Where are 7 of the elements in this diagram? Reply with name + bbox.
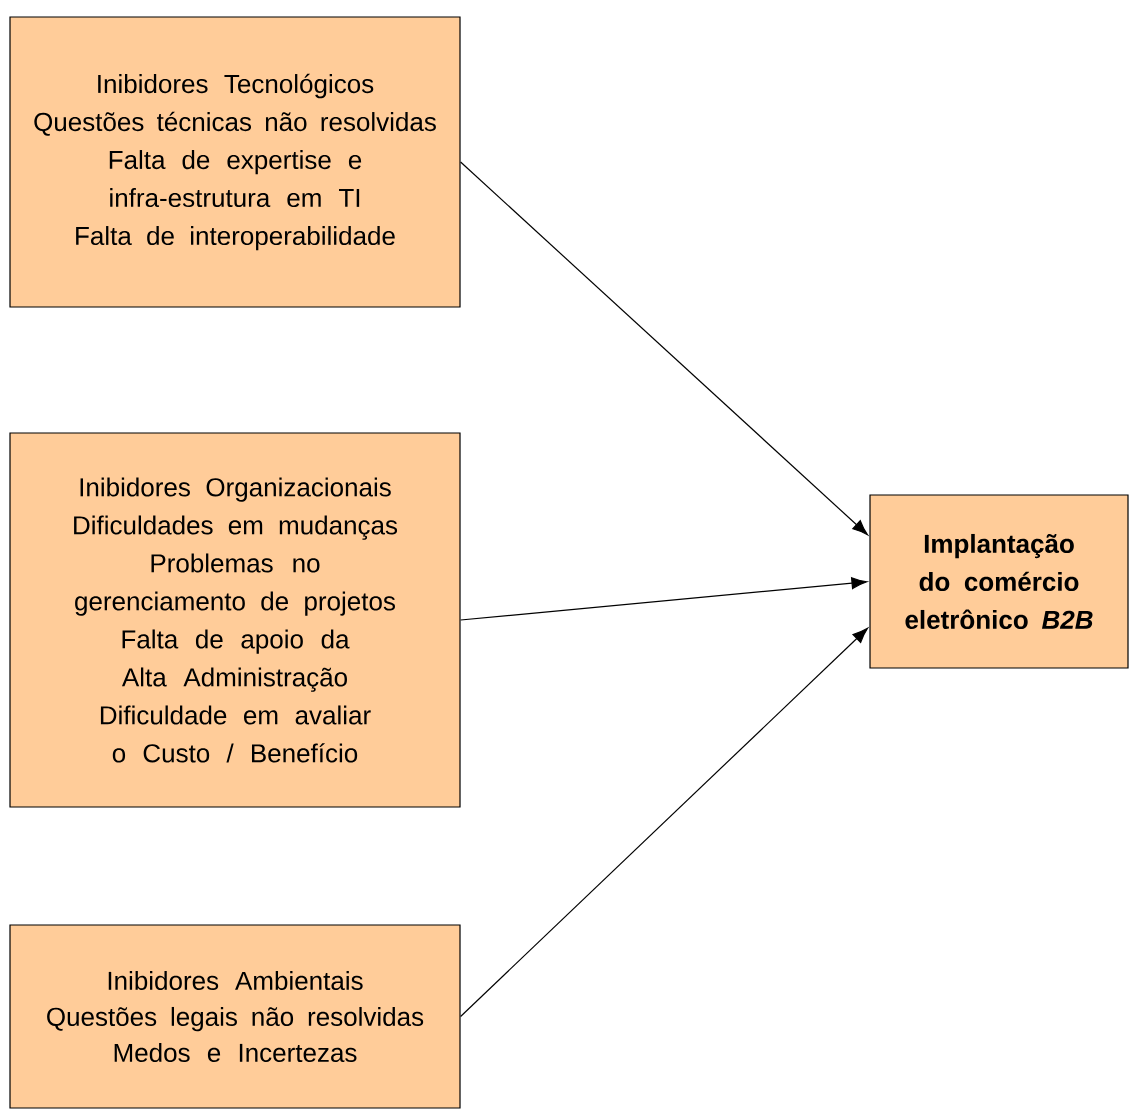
text-box: Inibidores Tecnológicos Questões técnicas não resolvidas Falta de expertise e infra-estrutura em TI Falta de interoperabilidade <box>9 16 461 308</box>
text-box: Implantação do comércio eletrônico B2B <box>869 494 1129 669</box>
text-box: Inibidores Organizacionais Dificuldades em mudanças Problemas no gerenciamento de projetos Falta de apoio da Alta Administração Dificuldade em avaliar o Custo / Benefício <box>9 432 461 808</box>
arrow <box>460 161 869 536</box>
arrow <box>460 577 868 621</box>
arrow <box>460 627 869 1018</box>
text-box: Inibidores Ambientais Questões legais não resolvidas Medos e Incertezas <box>9 924 461 1109</box>
